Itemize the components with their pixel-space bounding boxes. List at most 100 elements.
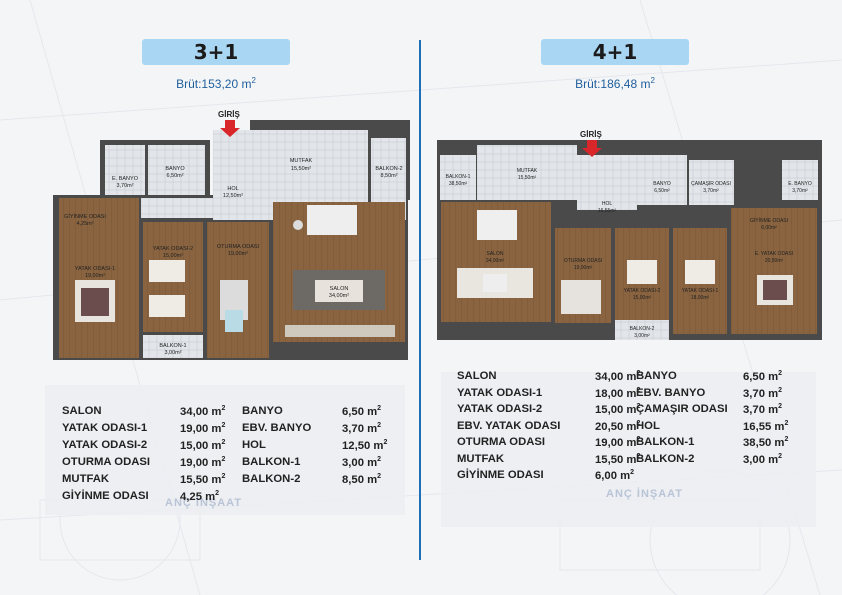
area-row-value: 15,00 m2 xyxy=(595,403,640,416)
area-value-number: 19,00 m xyxy=(180,422,222,435)
area-row-label: HOL xyxy=(242,439,266,451)
room-area-hol: 12,50m² xyxy=(223,193,243,199)
area-value-number: 34,00 m xyxy=(595,370,637,383)
room-area-e-banyo: 3,70m² xyxy=(116,183,133,189)
area-row: MUTFAK 15,50 m2 xyxy=(62,473,240,487)
gross-area: Brüt:153,20 m2 xyxy=(142,76,290,91)
area-row-label: MUTFAK xyxy=(457,452,505,465)
room-label-salon: SALON xyxy=(487,251,504,257)
area-value-number: 3,70 m xyxy=(743,403,779,416)
area-row-label: BALKON-1 xyxy=(242,456,301,468)
area-row-value: 3,00 m2 xyxy=(342,456,381,469)
room-label-hol: HOL xyxy=(227,186,238,192)
area-value-number: 12,50 m xyxy=(342,439,384,452)
area-value-number: 20,50 m xyxy=(595,420,637,433)
area-row-label: GİYİNME ODASI xyxy=(457,469,544,481)
area-row-value: 20,50 m2 xyxy=(595,420,640,433)
area-value-unit: 2 xyxy=(778,452,783,460)
area-row: GİYİNME ODASI 6,00 m2 xyxy=(457,469,655,483)
entrance-label: GİRİŞ xyxy=(580,130,602,139)
room-area-mutfak: 15,50m² xyxy=(291,166,311,172)
area-value-number: 19,00 m xyxy=(595,436,637,449)
area-value-unit: 2 xyxy=(778,403,783,410)
floor-plan-4plus1: GİRİŞ BALKON-1 38,50m² MUTFAK 15,50m² HO… xyxy=(437,130,822,340)
area-value-unit: 2 xyxy=(778,370,783,377)
area-value-unit: 2 xyxy=(221,405,226,412)
area-value-unit: 2 xyxy=(784,419,789,427)
area-row-label: MUTFAK xyxy=(62,473,110,485)
room-label-yatak2: YATAK ODASI-2 xyxy=(153,246,193,252)
area-row-value: 19,00 m2 xyxy=(595,436,640,449)
gross-area-unit: 2 xyxy=(650,76,655,85)
floor-plan-3plus1: GİRİŞ E. BANYO 3,70m² BANYO 6,50m² MUTFA… xyxy=(53,110,410,360)
area-value-number: 18,00 m xyxy=(595,387,637,400)
area-value-unit: 2 xyxy=(221,456,226,463)
area-value-unit: 2 xyxy=(636,370,641,377)
area-row-value: 16,55 m2 xyxy=(743,420,788,433)
room-label-oturma: OTURMA ODASI xyxy=(564,258,602,264)
room-label-giyinme: GİYİNME ODASI xyxy=(750,217,788,224)
area-row-label: BANYO xyxy=(636,370,677,382)
room-area-oturma: 19,00m² xyxy=(228,251,248,257)
room-label-camasir: ÇAMAŞIR ODASI xyxy=(691,181,731,187)
area-row-value: 38,50 m2 xyxy=(743,436,788,449)
room-area-oturma: 19,00m² xyxy=(574,265,593,271)
area-value-unit: 2 xyxy=(377,456,382,463)
room-label-yatak1: YATAK ODASI-1 xyxy=(75,266,115,272)
gross-area-value: Brüt:186,48 m xyxy=(575,77,651,91)
area-value-number: 6,00 m xyxy=(595,469,631,482)
watermark: ANÇ İNŞAAT xyxy=(606,488,684,500)
area-value-number: 3,00 m xyxy=(342,456,378,469)
area-row-value: 12,50 m2 xyxy=(342,439,387,452)
room-label-balkon2: BALKON-2 xyxy=(375,166,402,172)
area-value-number: 8,50 m xyxy=(342,473,378,486)
plan-title-tab: 3+1 xyxy=(142,39,290,65)
area-value-unit: 2 xyxy=(630,469,635,476)
area-value-unit: 2 xyxy=(636,436,641,443)
area-value-unit: 2 xyxy=(221,422,226,429)
room-label-balkon1: BALKON-1 xyxy=(446,174,471,180)
area-value-unit: 2 xyxy=(778,386,783,394)
area-row-label: BALKON-1 xyxy=(636,436,695,448)
area-row-label: HOL xyxy=(636,419,660,432)
area-row-value: 15,50 m2 xyxy=(595,453,640,466)
panel-divider xyxy=(419,40,421,560)
room-area-balkon1: 38,50m² xyxy=(449,181,468,187)
area-value-unit: 2 xyxy=(636,386,641,394)
room-area-banyo: 6,50m² xyxy=(166,173,183,179)
area-row-value: 15,50 m2 xyxy=(180,473,225,486)
room-label-mutfak: MUTFAK xyxy=(290,158,313,164)
area-row-label: SALON xyxy=(62,405,102,417)
area-value-unit: 2 xyxy=(221,439,226,446)
area-value-unit: 2 xyxy=(636,403,641,410)
room-area-yatak1: 18,00m² xyxy=(691,295,710,301)
area-row-label: OTURMA ODASI xyxy=(62,456,151,468)
area-value-unit: 2 xyxy=(221,473,226,480)
area-value-number: 4,25 m xyxy=(180,490,216,503)
area-value-unit: 2 xyxy=(377,422,382,429)
plan-4plus1-panel: 4+1 Brüt:186,48 m2 xyxy=(421,0,842,595)
area-row-value: 34,00 m2 xyxy=(595,370,640,383)
area-value-number: 38,50 m xyxy=(743,436,785,449)
gross-area: Brüt:186,48 m2 xyxy=(541,76,689,91)
area-row-label: BALKON-2 xyxy=(242,473,301,485)
room-label-banyo: BANYO xyxy=(653,181,671,187)
area-row: MUTFAK 15,50 m2 xyxy=(457,453,655,467)
room-label-yatak1: YATAK ODASI-1 xyxy=(682,288,719,294)
area-value-unit: 2 xyxy=(377,405,382,412)
room-area-salon: 34,00m² xyxy=(329,293,349,299)
area-row-value: 3,70 m2 xyxy=(743,403,782,416)
gross-area-unit: 2 xyxy=(251,76,256,85)
room-label-e-banyo: E. BANYO xyxy=(112,176,139,182)
